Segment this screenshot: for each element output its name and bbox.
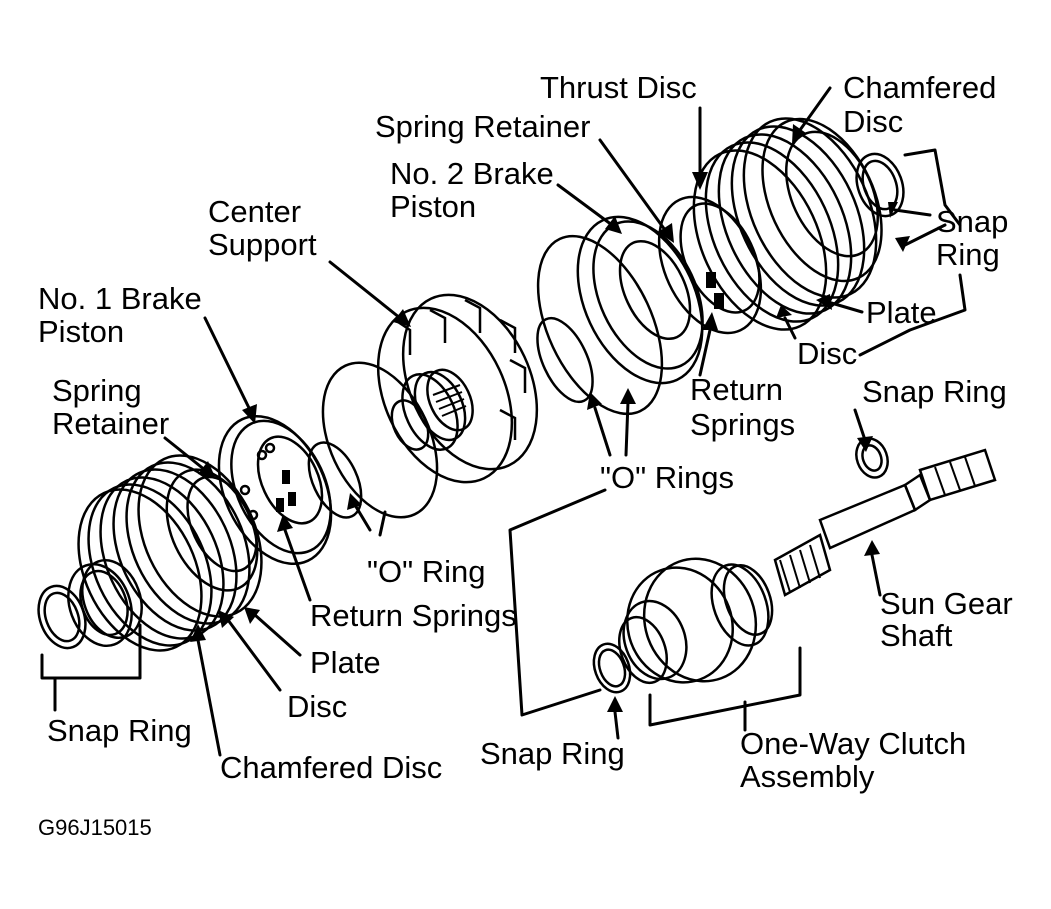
label-chamfered-disc-bottom: Chamfered Disc bbox=[220, 750, 442, 785]
label-center-support-2: Support bbox=[208, 227, 317, 262]
label-spring-retainer-left-1: Spring bbox=[52, 373, 142, 408]
labels: Thrust Disc Chamfered Disc Spring Retain… bbox=[38, 70, 1013, 840]
top-spring-retainer-drawing bbox=[657, 195, 763, 335]
leader-lines bbox=[40, 86, 967, 757]
snap-ring-bottom-drawing bbox=[592, 642, 632, 694]
one-way-clutch-drawing bbox=[618, 557, 774, 685]
label-no1-brake-piston-1: No. 1 Brake bbox=[38, 281, 202, 316]
label-snap-ring-right: Snap Ring bbox=[862, 374, 1007, 409]
snap-ring-rear-drawing bbox=[37, 584, 87, 650]
label-no1-brake-piston-2: Piston bbox=[38, 314, 124, 349]
label-o-ring: "O" Ring bbox=[367, 554, 486, 589]
label-snap-ring-top-2: Ring bbox=[936, 237, 1000, 272]
label-chamfered-disc-top-1: Chamfered bbox=[843, 70, 996, 105]
label-snap-ring-bottom: Snap Ring bbox=[480, 736, 625, 771]
label-plate-top: Plate bbox=[866, 295, 937, 330]
label-sun-gear-shaft-1: Sun Gear bbox=[880, 586, 1013, 621]
snap-ring-shaft-drawing bbox=[855, 437, 889, 479]
label-return-springs-bottom: Return Springs bbox=[310, 598, 517, 633]
label-snap-ring-top-1: Snap bbox=[936, 204, 1008, 239]
label-no2-brake-piston-2: Piston bbox=[390, 189, 476, 224]
label-return-springs-top-1: Return bbox=[690, 372, 783, 407]
no1-brake-piston-drawing bbox=[217, 414, 333, 566]
figure-code: G96J15015 bbox=[38, 815, 152, 840]
label-disc-top: Disc bbox=[797, 336, 857, 371]
label-return-springs-top-2: Springs bbox=[690, 407, 795, 442]
label-disc-bottom: Disc bbox=[287, 689, 347, 724]
label-thrust-disc: Thrust Disc bbox=[540, 70, 697, 105]
label-o-rings: "O" Rings bbox=[600, 460, 734, 495]
label-sun-gear-shaft-2: Shaft bbox=[880, 618, 953, 653]
label-one-way-clutch-2: Assembly bbox=[740, 759, 875, 794]
rear-clutch-pack-drawing bbox=[77, 454, 263, 652]
sun-gear-shaft-drawing bbox=[773, 448, 997, 597]
label-spring-retainer-left-2: Retainer bbox=[52, 406, 169, 441]
label-snap-ring-left: Snap Ring bbox=[47, 713, 192, 748]
label-one-way-clutch-1: One-Way Clutch bbox=[740, 726, 966, 761]
label-no2-brake-piston-1: No. 2 Brake bbox=[390, 156, 554, 191]
label-spring-retainer-top: Spring Retainer bbox=[375, 109, 590, 144]
label-center-support-1: Center bbox=[208, 194, 301, 229]
o-rings-middle-drawing bbox=[536, 234, 664, 416]
center-support-drawing bbox=[376, 293, 539, 484]
label-chamfered-disc-top-2: Disc bbox=[843, 104, 903, 139]
label-plate-bottom: Plate bbox=[310, 645, 381, 680]
